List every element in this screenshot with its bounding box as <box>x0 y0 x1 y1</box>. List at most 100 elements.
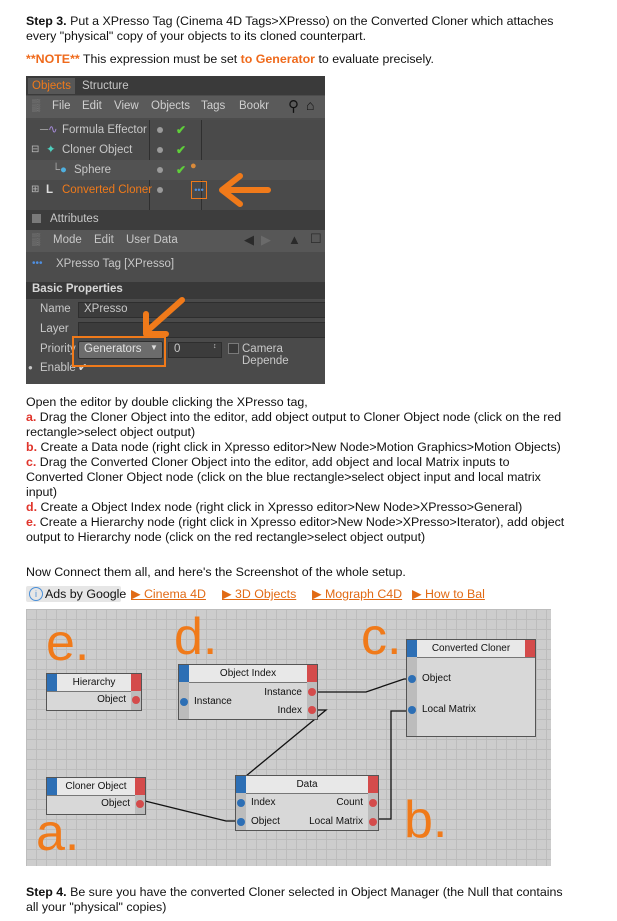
ads-by-google[interactable]: i Ads by Google <box>26 586 126 602</box>
grip-icon: ▒ <box>32 234 41 246</box>
formula-icon: ∿ <box>48 124 58 136</box>
instruction-c-2: Converted Cloner Object node (click on t… <box>26 470 541 484</box>
output-port[interactable] <box>132 696 140 704</box>
object-manager-menu: ▒ File Edit View Objects Tags Bookr ⚲ ⌂ <box>26 96 325 118</box>
object-label: Converted Cloner <box>62 184 153 196</box>
material-tag-icon[interactable]: ● <box>190 160 197 172</box>
enable-label: Enable <box>40 362 76 374</box>
menu-mode[interactable]: Mode <box>53 234 82 246</box>
output-port[interactable] <box>308 706 316 714</box>
tag-title: XPresso Tag [XPresso] <box>56 258 175 270</box>
step4-label: Step 4. <box>26 885 67 899</box>
tag-title-row: ••• XPresso Tag [XPresso] <box>26 252 325 280</box>
menu-objects[interactable]: Objects <box>151 100 190 112</box>
name-field[interactable]: XPresso <box>78 302 325 318</box>
search-icon[interactable]: ⚲ <box>288 98 299 115</box>
object-row-converted-cloner[interactable]: ⊞ L Converted Cloner ••• <box>26 180 325 200</box>
output-port[interactable] <box>369 818 377 826</box>
orange-arrow-icon <box>219 173 271 207</box>
null-icon: L <box>46 184 54 196</box>
letter-b: b. <box>404 791 448 849</box>
ad-link-balance[interactable]: ▶ How to Bal <box>412 587 485 601</box>
sphere-icon: ● <box>60 164 67 176</box>
xpresso-tag-icon: ••• <box>32 258 43 269</box>
menu-edit[interactable]: Edit <box>82 100 102 112</box>
enabled-check-icon[interactable]: ✔ <box>176 163 187 177</box>
input-port[interactable] <box>180 698 188 706</box>
output-port[interactable] <box>308 688 316 696</box>
enabled-check-icon[interactable]: ✔ <box>176 123 187 137</box>
home-icon[interactable]: ⌂ <box>306 97 315 113</box>
menu-user-data[interactable]: User Data <box>126 234 178 246</box>
menu-view[interactable]: View <box>114 100 139 112</box>
enable-check-icon[interactable]: ✔ <box>78 362 88 374</box>
object-label: Formula Effector <box>62 124 147 136</box>
object-label: Sphere <box>74 164 112 176</box>
camera-checkbox[interactable] <box>228 343 239 354</box>
layer-label: Layer <box>40 323 69 335</box>
layer-field[interactable] <box>78 322 325 338</box>
tab-bar: Objects Structure <box>26 76 325 95</box>
menu-bookmarks[interactable]: Bookr <box>239 100 270 112</box>
basic-properties-header: Basic Properties <box>26 282 325 299</box>
note-label: **NOTE** <box>26 52 80 66</box>
instruction-c-3: input) <box>26 485 57 499</box>
attributes-header: Attributes <box>26 210 325 230</box>
tab-objects[interactable]: Objects <box>28 78 75 94</box>
node-object-index[interactable]: Object Index Instance Instance Index <box>178 664 318 720</box>
enabled-check-icon[interactable]: ✔ <box>176 143 187 157</box>
menu-tags[interactable]: Tags <box>201 100 226 112</box>
tab-structure[interactable]: Structure <box>82 80 129 92</box>
input-port[interactable] <box>237 818 245 826</box>
node-data[interactable]: Data Index Object Count Local Matrix <box>235 775 379 831</box>
output-port[interactable] <box>369 799 377 807</box>
node-converted-cloner[interactable]: Converted Cloner Object Local Matrix <box>406 639 536 737</box>
object-row-sphere[interactable]: └ ● Sphere ✔ ● <box>26 160 325 180</box>
instruction-c: c. Drag the Converted Cloner Object into… <box>26 455 510 469</box>
note-text2: to evaluate precisely. <box>315 52 434 66</box>
forward-arrow-icon[interactable]: ▶ <box>261 232 271 247</box>
cloner-icon: ✦ <box>46 144 56 156</box>
node-cloner-object[interactable]: Cloner Object Object <box>46 777 146 815</box>
priority-number[interactable]: 0 ↕ <box>168 342 222 358</box>
input-port[interactable] <box>237 799 245 807</box>
note-highlight: to Generator <box>240 52 315 66</box>
menu-file[interactable]: File <box>52 100 71 112</box>
radio-dot-icon: ● <box>28 363 33 372</box>
xpresso-tag-icon[interactable]: ••• <box>191 181 207 199</box>
back-arrow-icon[interactable]: ◀ <box>244 232 254 247</box>
priority-dropdown[interactable]: Generators ▼ <box>78 341 163 359</box>
step3-line2: every "physical" copy of your objects to… <box>26 29 367 43</box>
note-text1: This expression must be set <box>79 52 241 66</box>
intro-text: Open the editor by double clicking the X… <box>26 395 308 409</box>
instruction-b: b. Create a Data node (right click in Xp… <box>26 440 561 454</box>
output-port[interactable] <box>136 800 144 808</box>
object-label: Cloner Object <box>62 144 133 156</box>
instruction-a: a. Drag the Cloner Object into the edito… <box>26 410 562 424</box>
object-row-cloner[interactable]: ⊟ ✦ Cloner Object ✔ <box>26 140 325 160</box>
ad-link-3d-objects[interactable]: ▶ 3D Objects <box>222 587 297 601</box>
object-row-formula[interactable]: ─ ∿ Formula Effector ✔ <box>26 120 325 140</box>
instruction-e: e. Create a Hierarchy node (right click … <box>26 515 565 529</box>
chevron-down-icon: ▼ <box>150 343 158 352</box>
lock-icon[interactable]: ☐ <box>310 231 322 246</box>
up-arrow-icon[interactable]: ▲ <box>288 232 301 247</box>
note-line: **NOTE** This expression must be set to … <box>26 52 434 67</box>
letter-c: c. <box>361 609 402 666</box>
letter-a: a. <box>36 804 80 862</box>
section-title: Basic Properties <box>32 283 123 295</box>
menu-edit[interactable]: Edit <box>94 234 114 246</box>
priority-label: Priority <box>40 343 76 355</box>
ad-link-mograph[interactable]: ▶ Mograph C4D <box>312 587 403 601</box>
stepper-icon[interactable]: ↕ <box>213 343 217 350</box>
node-hierarchy[interactable]: Hierarchy Object <box>46 673 142 711</box>
properties-body: Name XPresso Layer Priority Generators ▼… <box>26 297 325 384</box>
camera-label: Camera Depende <box>242 343 289 367</box>
expand-icon[interactable]: ⊟ <box>31 144 40 155</box>
step4-line1: Step 4. Be sure you have the converted C… <box>26 885 563 900</box>
ad-link-cinema4d[interactable]: ▶ Cinema 4D <box>131 587 206 601</box>
expand-icon[interactable]: ⊞ <box>31 184 40 195</box>
input-port[interactable] <box>408 675 416 683</box>
input-port[interactable] <box>408 706 416 714</box>
grip-icon: ▒ <box>32 100 41 112</box>
